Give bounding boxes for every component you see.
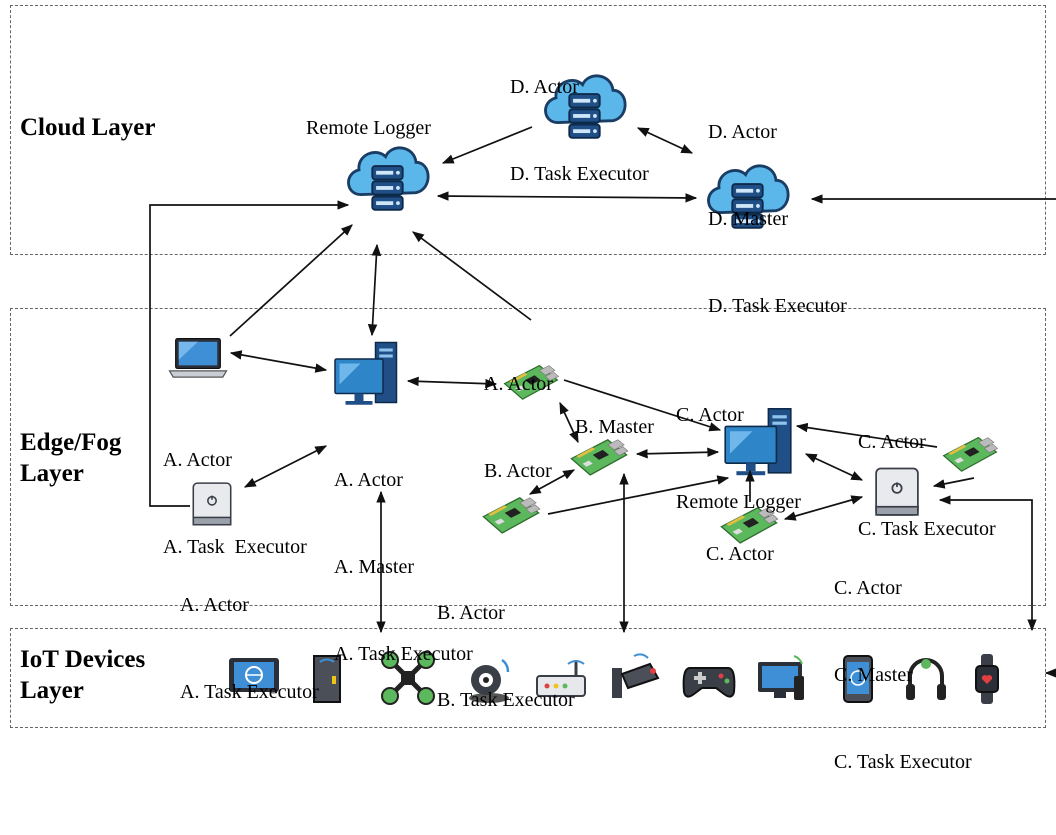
tablet-globe-icon	[229, 658, 279, 692]
iot-layer-title: IoT Devices Layer	[20, 646, 146, 705]
rpi-top-label: A. Actor B. Actor	[484, 373, 553, 482]
drone-icon	[381, 651, 435, 705]
smart-door-icon	[313, 655, 341, 703]
laptop-icon	[168, 338, 228, 378]
b-master-rpi-icon	[570, 439, 629, 476]
remote-logger-cloud-icon	[347, 146, 430, 212]
architecture-diagram: Cloud Layer Edge/Fog Layer IoT Devices L…	[10, 5, 1056, 773]
cloud-top-label: D. Actor D. Task Executor	[510, 76, 649, 185]
connection-arrows	[149, 126, 1056, 678]
remote-logger-label: Remote Logger	[306, 117, 431, 139]
cloud-layer-title: Cloud Layer	[20, 114, 156, 141]
b-master-label: B. Master	[575, 416, 654, 438]
a-master-label: A. Actor A. Master A. Task Executor	[334, 469, 473, 665]
edge-layer-box	[10, 308, 1046, 606]
diagram-graphics	[149, 74, 1056, 705]
b-task-executor-label: B. Actor B. Task Executor	[437, 602, 575, 711]
smartphone-icon	[843, 655, 873, 703]
c-rpi-right-label: C. Actor C. Task Executor	[858, 431, 996, 540]
smartwatch-icon	[975, 654, 999, 704]
c-mini-label: C. Actor C. Master C. Task Executor	[834, 577, 972, 773]
c-rpi-bottom-label: C. Actor	[706, 543, 774, 565]
gamepad-icon	[682, 667, 736, 698]
c-server-label: C. Actor Remote Logger	[676, 404, 801, 513]
a-mini-label: A. Actor A. Task Executor	[180, 594, 319, 703]
cloud-layer-box	[10, 5, 1046, 255]
laptop-label: A. Actor A. Task Executor	[163, 449, 307, 558]
webcam-icon	[469, 658, 510, 703]
a-master-desktop-icon	[334, 341, 398, 406]
cloud-right-label: D. Actor D. Master D. Task Executor	[708, 121, 847, 317]
smart-tv-icon	[758, 655, 804, 700]
headphones-icon	[906, 658, 946, 700]
edge-layer-title: Edge/Fog Layer	[20, 429, 122, 488]
router-icon	[536, 660, 586, 697]
security-camera-icon	[612, 653, 660, 698]
